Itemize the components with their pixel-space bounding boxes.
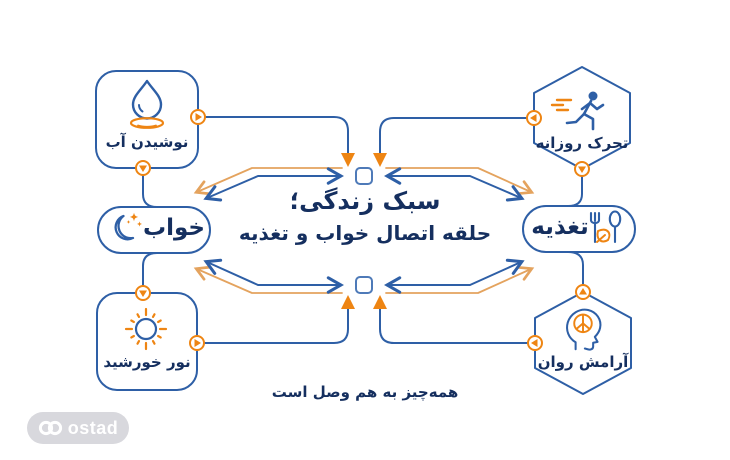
connector-water-to-sleep	[142, 174, 158, 208]
center-title-line1: سبک زندگی؛	[289, 187, 441, 215]
connector-calm-to-center	[379, 308, 529, 344]
arrowhead-up-left	[341, 295, 355, 309]
loop-orange-bottom-left	[193, 265, 343, 294]
loop-blue-bottom-right	[384, 258, 525, 294]
sunlight-label: نور خورشید	[103, 353, 191, 371]
connector-water-to-center	[204, 116, 349, 154]
sun-icon	[122, 305, 170, 353]
connector-exercise-to-nutrition	[567, 175, 583, 207]
exercise-label: تحرک روزانه	[535, 134, 629, 152]
connector-sleep-to-sunlight	[142, 252, 158, 287]
runner-icon	[549, 88, 609, 136]
port-circles	[135, 109, 591, 351]
sleep-label: خواب	[143, 215, 205, 241]
nutrition-label: تغذیه	[531, 214, 589, 240]
bottom-caption: همه‌چیز به هم وصل است	[271, 383, 459, 401]
connector-sunlight-to-center	[203, 308, 349, 344]
connector-exercise-to-center	[379, 117, 528, 154]
connector-nutrition-to-calm	[567, 251, 584, 286]
arrowhead-up-right	[373, 295, 387, 309]
junction-square-top	[355, 167, 373, 185]
ostad-logo-text: ostad	[67, 417, 119, 438]
calm-hexagon	[534, 291, 632, 395]
arrowhead-down-right	[373, 153, 387, 167]
ostad-logo-icon	[38, 419, 63, 437]
moon-stars-icon	[106, 209, 146, 249]
arrowhead-down-left	[341, 153, 355, 167]
loop-orange-bottom-right	[385, 266, 535, 294]
center-title-line2: حلقه اتصال خواب و تغذیه	[238, 221, 492, 245]
water-drop-icon	[121, 78, 173, 132]
junction-square-bottom	[355, 276, 373, 294]
fork-spoon-leaf-icon	[585, 207, 629, 249]
water-label: نوشیدن آب	[105, 133, 189, 151]
loop-blue-bottom-left	[203, 258, 344, 294]
ostad-logo: ostad	[27, 412, 129, 444]
loop-blue-top-left	[203, 167, 344, 202]
calm-label: آرامش روان	[537, 353, 629, 371]
loop-blue-top-right	[384, 167, 525, 202]
center-title: سبک زندگی؛ حلقه اتصال خواب و تغذیه	[238, 187, 492, 245]
head-peace-icon	[558, 304, 608, 352]
